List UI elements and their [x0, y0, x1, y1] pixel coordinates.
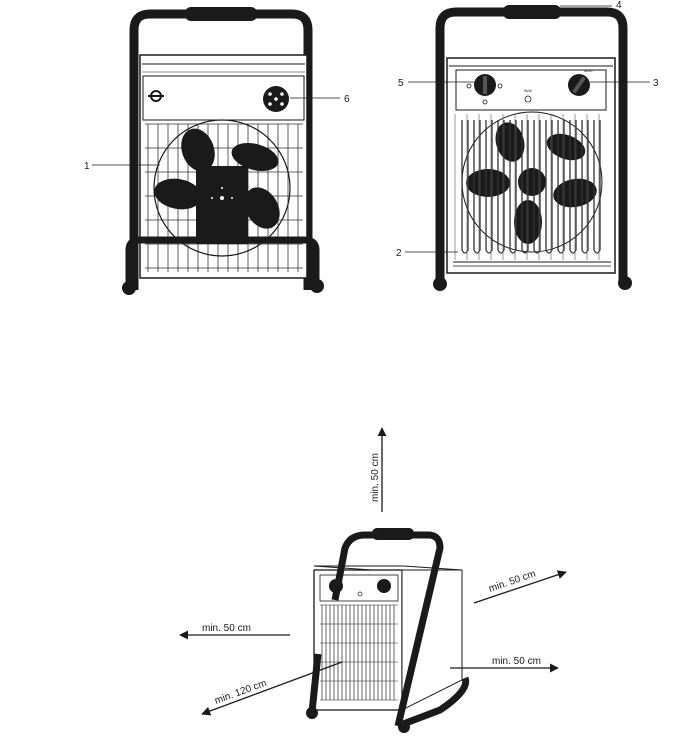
- mode-switch-knob[interactable]: [568, 74, 590, 96]
- base-frame: [308, 653, 470, 730]
- mark-icon: [497, 83, 503, 89]
- heating-coil: [533, 120, 541, 254]
- max-label: MAX: [584, 68, 593, 73]
- clearance-figure: min. 50 cm min. 50 cm min. 50 cm min. 50…: [179, 427, 567, 733]
- heating-coil: [581, 120, 589, 254]
- right-lower-clearance-label: min. 50 cm: [492, 656, 541, 667]
- top-clearance-label: min. 50 cm: [370, 453, 381, 502]
- callout-6: 6: [344, 94, 350, 105]
- heating-element: [461, 120, 601, 254]
- callout-3: 3: [653, 78, 659, 89]
- warning-icon: [357, 591, 363, 597]
- heating-coil: [497, 120, 505, 254]
- mark-icon: [482, 99, 488, 105]
- rear-view-figure: 1 6: [84, 7, 350, 295]
- heating-coil: [473, 120, 481, 254]
- front-view-figure: 9kW MAX 4 5 3 2: [396, 0, 659, 291]
- handle-grip: [372, 528, 414, 540]
- right-upper-clearance-arrow: [473, 570, 567, 604]
- heating-coil: [569, 120, 577, 254]
- heating-coil: [461, 120, 469, 254]
- heating-coil: [509, 120, 517, 254]
- fan-blades: [153, 119, 291, 257]
- power-label: 9kW: [524, 88, 532, 93]
- front-grille: [454, 114, 600, 260]
- callout-1: 1: [84, 161, 90, 172]
- front-grille: [320, 604, 398, 701]
- heating-coil: [557, 120, 565, 254]
- handle-grip: [185, 7, 257, 21]
- cable-gland-icon: [148, 90, 164, 102]
- heating-coil: [593, 120, 601, 254]
- callout-2: 2: [396, 248, 402, 259]
- handle-grip: [503, 5, 561, 19]
- right-upper-clearance-label: min. 50 cm: [487, 569, 537, 595]
- left-clearance-label: min. 50 cm: [202, 623, 251, 634]
- power-socket: [263, 86, 289, 112]
- mode-switch-knob: [377, 579, 391, 593]
- base-frame: [125, 236, 320, 290]
- mark-icon: [466, 83, 472, 89]
- warning-icon: [524, 95, 532, 103]
- thermostat-knob[interactable]: [474, 74, 496, 96]
- heating-coil: [485, 120, 493, 254]
- callout-4: 4: [616, 0, 622, 11]
- heating-coil: [521, 120, 529, 254]
- heating-coil: [545, 120, 553, 254]
- callout-5: 5: [398, 78, 404, 89]
- front-clearance-arrow: [201, 661, 343, 716]
